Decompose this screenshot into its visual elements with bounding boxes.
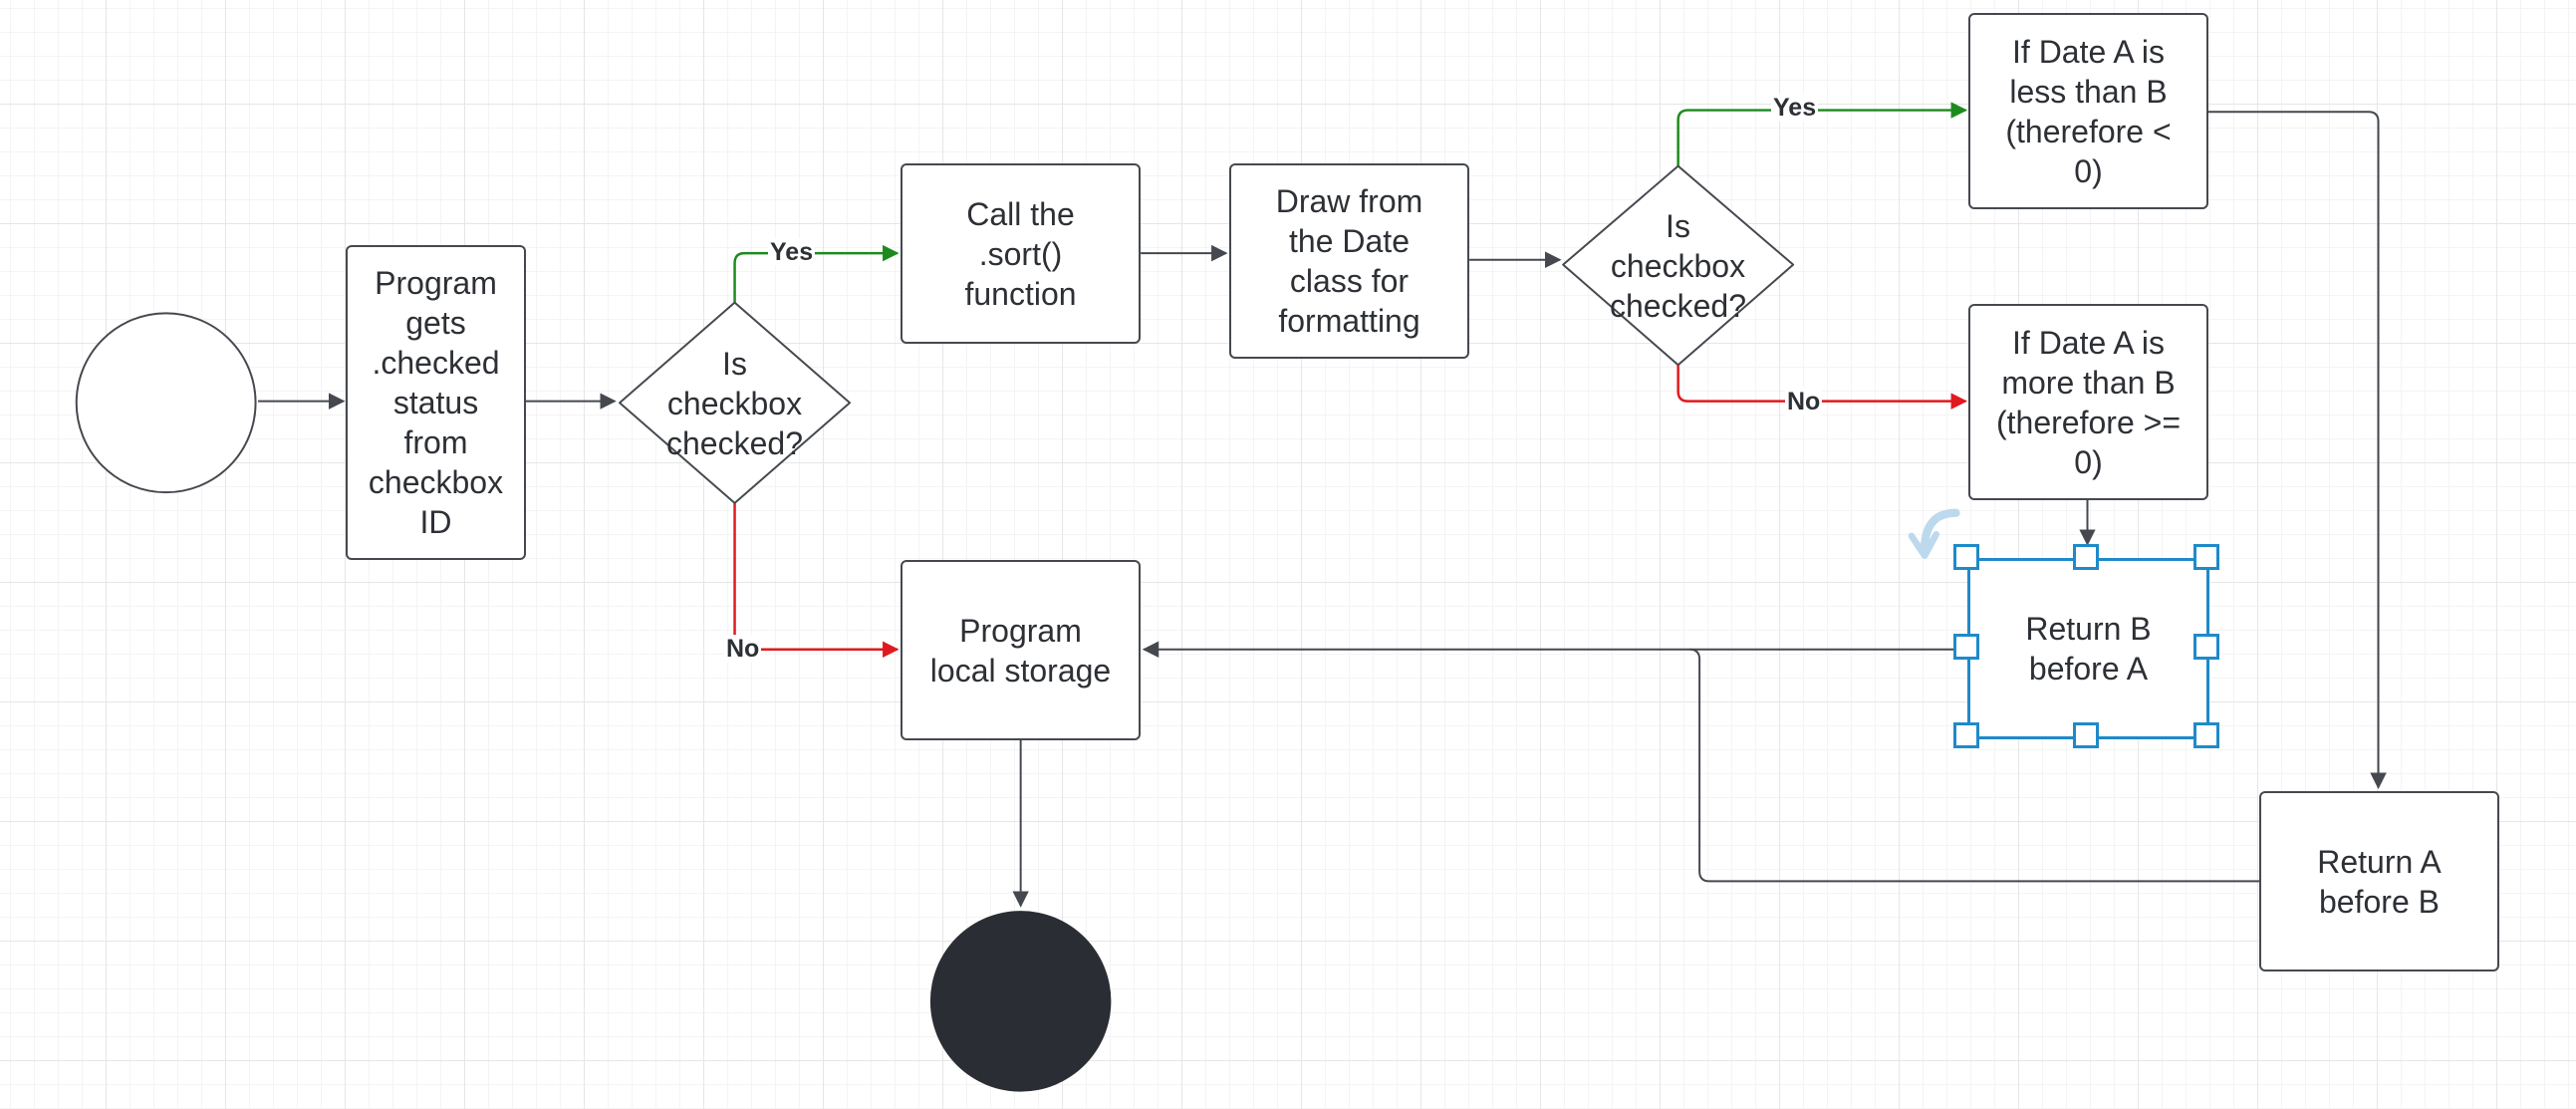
connector-less-to-returna[interactable] <box>2206 111 2387 790</box>
process-get-status[interactable]: Program gets .checked status from checkb… <box>346 245 526 560</box>
decision-2-shape[interactable] <box>1562 164 1795 367</box>
process-return-a[interactable]: Return A before B <box>2259 791 2499 971</box>
decision-1-label: Is checkbox checked? <box>666 345 803 461</box>
label-yes-2: Yes <box>1771 94 1819 122</box>
process-local-storage[interactable]: Program local storage <box>901 560 1141 740</box>
resize-handle-top-left[interactable] <box>1953 544 1979 570</box>
resize-handle-top[interactable] <box>2073 544 2099 570</box>
connector-decision1-no[interactable] <box>733 502 900 659</box>
connector-decision2-no[interactable] <box>1676 365 1968 410</box>
process-return-b-selected[interactable]: Return B before A <box>1967 558 2209 739</box>
resize-handle-top-right[interactable] <box>2193 544 2219 570</box>
end-node[interactable] <box>929 911 1112 1092</box>
process-sort[interactable]: Call the .sort() function <box>901 163 1141 344</box>
decision-2-label: Is checkbox checked? <box>1610 207 1746 324</box>
start-node[interactable] <box>75 312 257 494</box>
connector-decision2-yes[interactable] <box>1676 102 1968 166</box>
resize-handle-left[interactable] <box>1953 634 1979 660</box>
connector-decision1-yes[interactable] <box>733 244 900 303</box>
rotate-handle-icon[interactable] <box>1908 508 1960 560</box>
resize-handle-right[interactable] <box>2193 634 2219 660</box>
resize-handle-bottom-left[interactable] <box>1953 722 1979 748</box>
label-yes-1: Yes <box>768 238 816 266</box>
decision-1-shape[interactable] <box>619 301 852 504</box>
label-no-2: No <box>1785 388 1823 416</box>
resize-handle-bottom-right[interactable] <box>2193 722 2219 748</box>
process-date-less[interactable]: If Date A is less than B (therefore < 0) <box>1968 13 2208 209</box>
connector-returna-to-storage[interactable] <box>1689 648 2260 883</box>
label-no-1: No <box>724 635 762 663</box>
resize-handle-bottom[interactable] <box>2073 722 2099 748</box>
process-date-class[interactable]: Draw from the Date class for formatting <box>1229 163 1469 359</box>
process-date-more[interactable]: If Date A is more than B (therefore >= 0… <box>1968 304 2208 500</box>
